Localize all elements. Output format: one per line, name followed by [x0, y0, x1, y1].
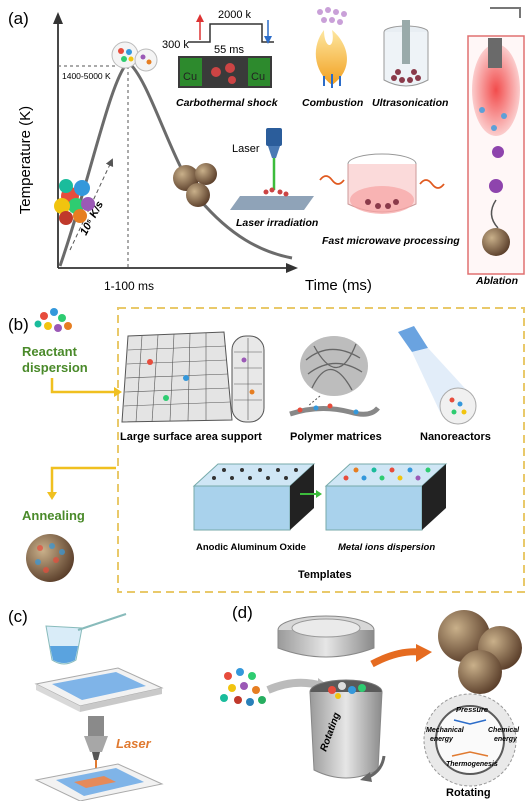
ultrasonication-label: Ultrasonication: [372, 97, 448, 109]
y-axis-arrow-icon: [53, 12, 63, 24]
mechanical-line1: Mechanical: [426, 727, 465, 734]
ablation-panel: Ablation: [467, 7, 525, 287]
polymer-matrices: [289, 336, 380, 417]
annealing-arrow: [50, 466, 116, 494]
laser-head-icon: [266, 128, 282, 146]
microwave-wave-left: [319, 175, 345, 185]
y-axis-label: Temperature (K): [17, 106, 34, 214]
annealed-particle: [26, 534, 74, 582]
time-range-label: 1-100 ms: [104, 279, 154, 293]
ablation-arrow-icon: [490, 7, 521, 18]
milled-products: [438, 610, 522, 694]
chemical-line1: Chemical: [488, 727, 520, 734]
ablation-target: [488, 38, 502, 68]
panel-b-tag: (b): [8, 315, 29, 334]
cu-left-label: Cu: [183, 71, 197, 83]
feed-particles: [220, 668, 266, 706]
laser-irradiation-illustration: Laser Laser irradiation: [230, 128, 318, 229]
ultrasonication-illustration: Ultrasonication: [372, 20, 448, 109]
methods-box: [117, 307, 525, 593]
laser-nozzle-icon: [84, 716, 108, 760]
substrate-top: [34, 667, 164, 712]
peak-cluster: [111, 41, 158, 72]
templates-label: Templates: [298, 569, 352, 581]
panel-c-tag: (c): [8, 607, 28, 626]
cu-right-label: Cu: [251, 71, 265, 83]
laser-label: Laser: [232, 143, 260, 155]
microwave-wave-right: [419, 179, 445, 189]
carbothermal-label: Carbothermal shock: [176, 97, 279, 109]
pouring-beaker-icon: [45, 613, 127, 665]
cu-left-block: [180, 58, 202, 86]
cts-pulse: [188, 23, 274, 43]
substrate-bottom: [34, 763, 164, 801]
combustion-illustration: Combustion: [302, 7, 363, 109]
x-axis-arrow-icon: [286, 263, 298, 273]
reactant-arrow: [50, 378, 116, 394]
microwave-illustration: Fast microwave processing: [319, 153, 460, 247]
cts-high-label: 2000 k: [218, 9, 252, 21]
microwave-label: Fast microwave processing: [322, 235, 460, 247]
metal-ions-label: Metal ions dispersion: [338, 542, 435, 553]
panel-a: (a) Temperature (K) Time (ms) 1400-5000 …: [8, 7, 525, 294]
x-axis-label: Time (ms): [305, 277, 372, 294]
combustion-label: Combustion: [302, 97, 363, 109]
reactant-line1: Reactant: [22, 344, 78, 359]
panel-a-tag: (a): [8, 9, 29, 28]
reactant-line2: dispersion: [22, 360, 88, 375]
annealing-label: Annealing: [22, 508, 85, 523]
mill-lid: [277, 615, 375, 658]
rotating-label: Rotating: [446, 787, 491, 799]
temp-range-label: 1400-5000 K: [62, 71, 111, 81]
panel-d-tag: (d): [232, 603, 253, 622]
mechanical-line2: energy: [430, 736, 454, 743]
reactant-cluster: [34, 308, 72, 332]
energy-diagram: Pressure Mechanical energy Chemical ener…: [423, 693, 520, 787]
ablation-product: [482, 228, 510, 256]
cu-right-block: [248, 58, 270, 86]
panel-d: (d) Rotating: [220, 603, 522, 799]
output-arrow: [370, 648, 421, 668]
panel-b: (b) Reactant dispersion Annealing: [8, 307, 525, 593]
panel-c: (c) Laser: [8, 607, 164, 801]
cts-low-label: 300 k: [162, 39, 189, 51]
nanoreactors-label: Nanoreactors: [420, 431, 491, 443]
support-label: Large surface area support: [120, 431, 262, 443]
laser-irradiation-label: Laser irradiation: [236, 217, 318, 229]
pressure-label: Pressure: [456, 705, 488, 714]
cts-time-label: 55 ms: [214, 44, 244, 56]
ablation-label: Ablation: [475, 275, 518, 287]
chemical-line2: energy: [494, 736, 518, 743]
laser-substrate: [230, 196, 314, 210]
carbothermal-shock: 2000 k 300 k 55 ms Cu Cu Carbothermal sh…: [162, 9, 279, 109]
carbon-nanotube: [231, 335, 265, 423]
thermogenesis-label: Thermogenesis: [446, 761, 498, 768]
precursor-cluster: [54, 179, 95, 225]
laser-label-c: Laser: [116, 736, 152, 751]
nanoreactors: [398, 326, 477, 425]
product-particles: [173, 163, 217, 207]
temperature-curve: [58, 59, 293, 267]
metal-ions-template: [324, 463, 448, 531]
ablation-plume: [472, 44, 520, 136]
aao-label: Anodic Aluminum Oxide: [196, 542, 306, 553]
flame-icon: [315, 30, 348, 85]
mill-jar: Rotating: [309, 679, 386, 782]
polymer-label: Polymer matrices: [290, 431, 382, 443]
graphene-support: [121, 331, 233, 423]
aao-template: [192, 463, 316, 531]
